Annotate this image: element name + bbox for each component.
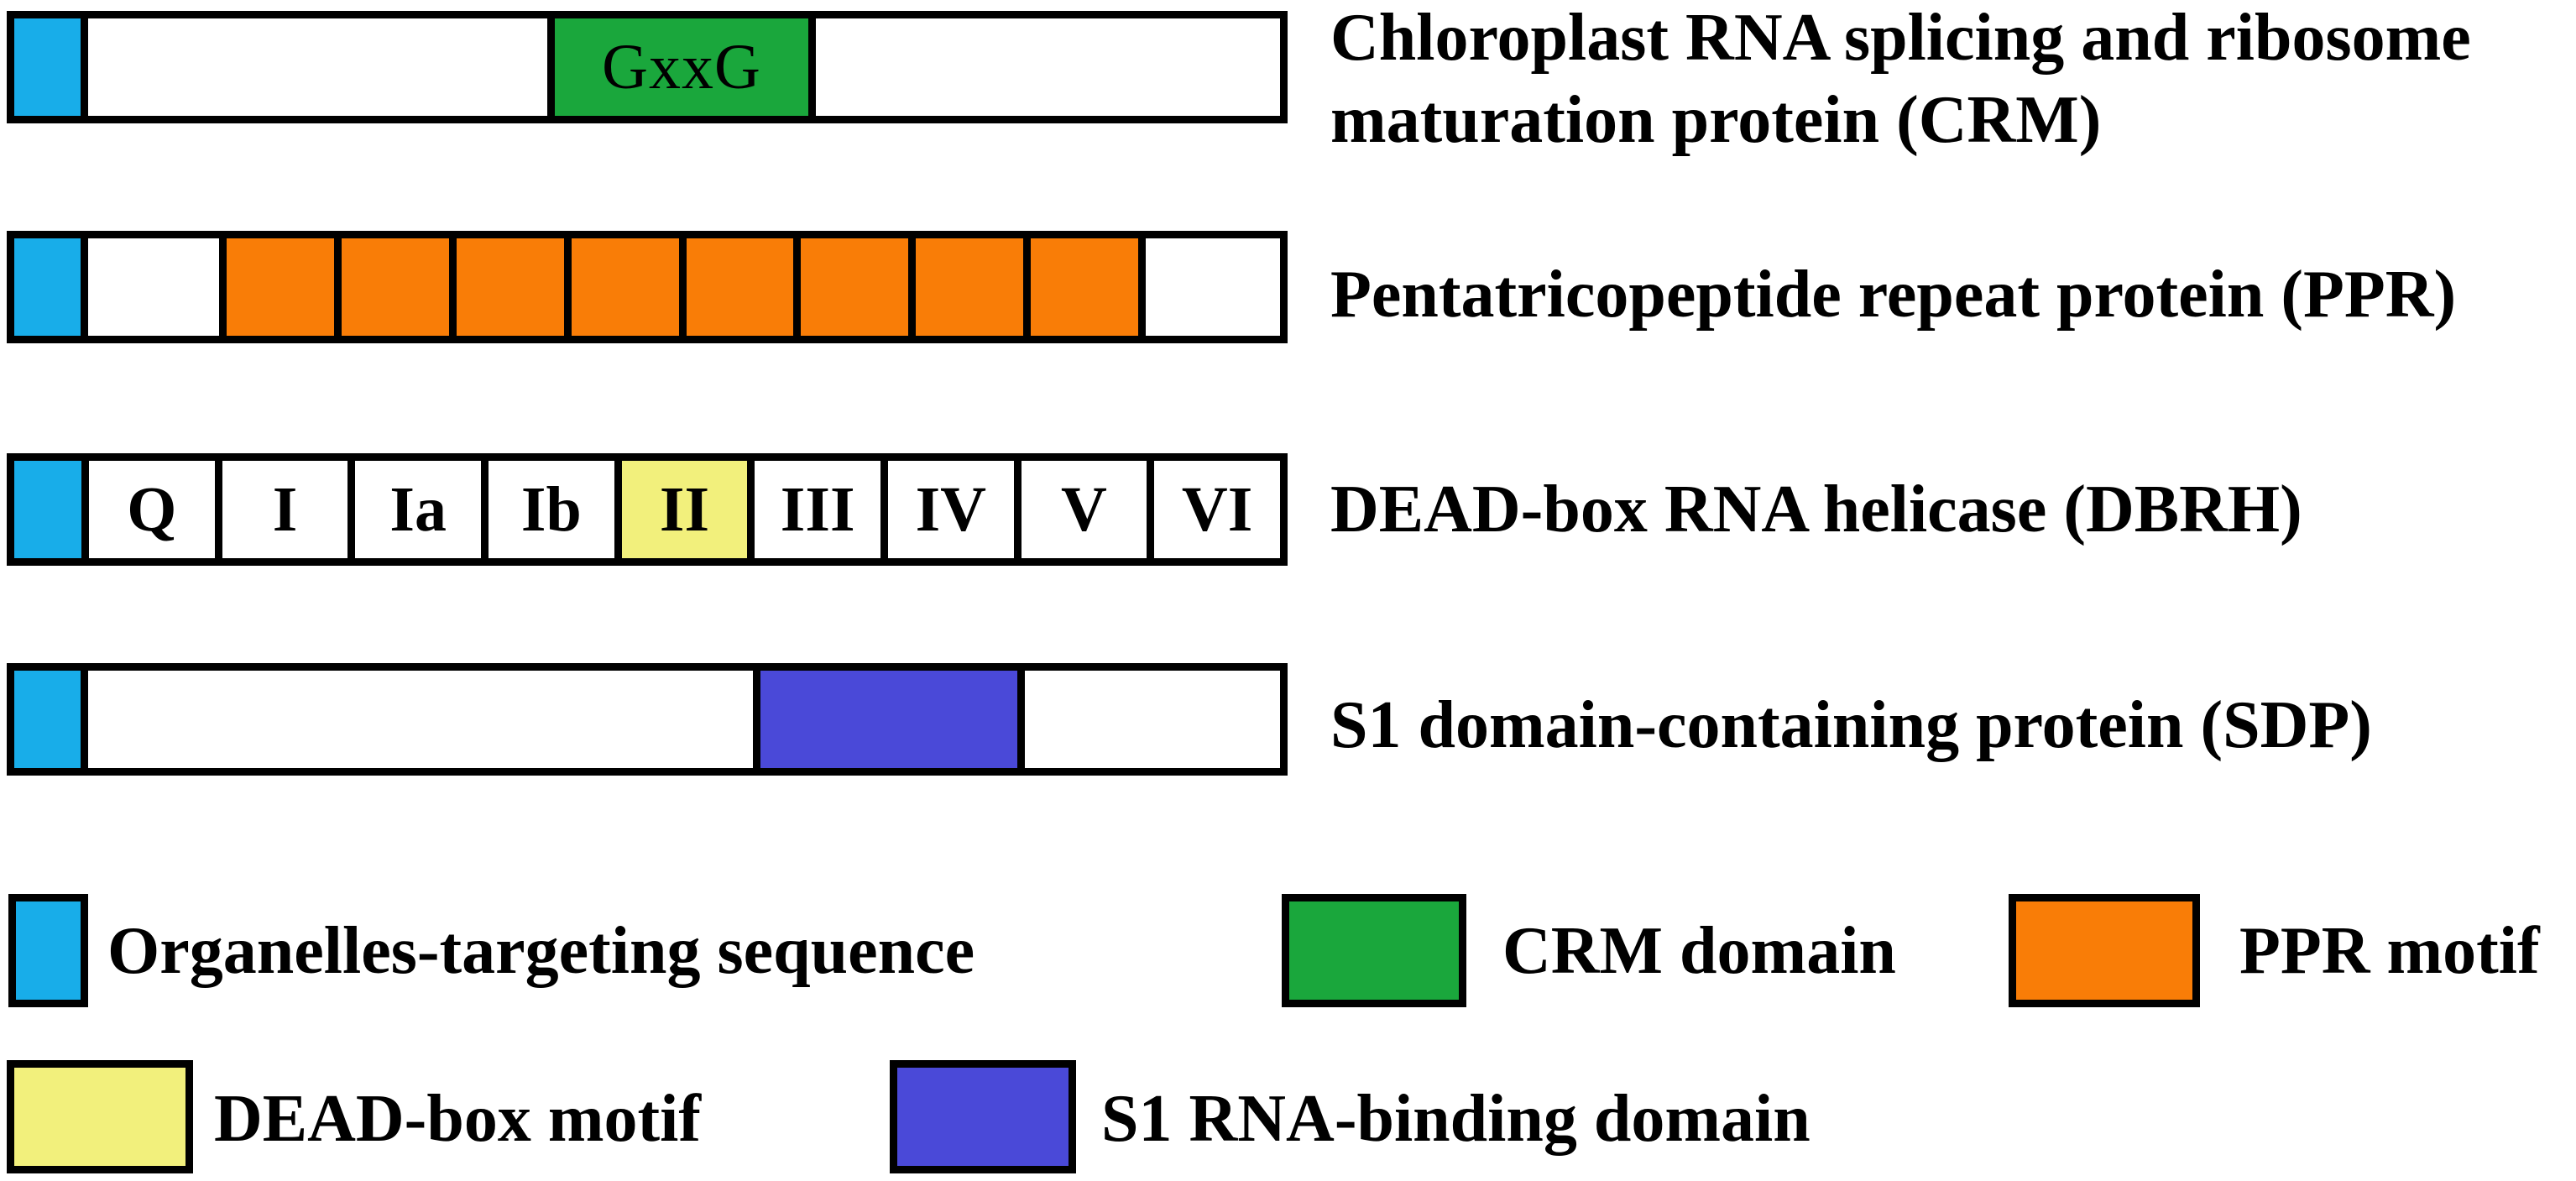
dbrh-motif-label-vi: VI [1181, 473, 1253, 545]
dbrh-motif-cell-ia: Ia [355, 461, 481, 558]
ppr-repeat-box-8 [1031, 238, 1138, 336]
protein-label-dbrh-text: DEAD-box RNA helicase (DBRH) [1330, 473, 2302, 546]
protein-label-ppr: Pentatricopeptide repeat protein (PPR) [1330, 253, 2456, 336]
protein-label-ppr-text: Pentatricopeptide repeat protein (PPR) [1330, 258, 2457, 332]
dbrh-motif-cell-iv: IV [888, 461, 1014, 558]
targeting-sequence-box-dbrh [14, 461, 81, 558]
legend-label-crm-domain: CRM domain [1502, 914, 1896, 988]
legend-label-ppr-motif: PPR motif [2239, 914, 2540, 988]
legend-label-s1-rna-binding-domain: S1 RNA-binding domain [1101, 1082, 1811, 1156]
protein-label-sdp-text: S1 domain-containing protein (SDP) [1330, 688, 2372, 762]
legend-label-targeting-sequence: Organelles-targeting sequence [107, 914, 975, 988]
ppr-repeat-box-4 [571, 238, 679, 336]
legend-swatch-crm-domain [1282, 894, 1466, 1007]
protein-label-dbrh: DEAD-box RNA helicase (DBRH) [1330, 468, 2302, 551]
dbrh-motif-label-q: Q [127, 473, 177, 545]
dbrh-motif-cell-v: V [1021, 461, 1147, 558]
protein-label-crm-line1: Chloroplast RNA splicing and ribosome [1330, 1, 2471, 75]
ppr-repeat-box-5 [686, 238, 794, 336]
dbrh-motif-label-i: I [272, 473, 298, 545]
ppr-repeat-box-2 [341, 238, 449, 336]
legend-swatch-dead-box-motif [7, 1060, 193, 1173]
legend-swatch-s1-rna-binding-domain [890, 1060, 1076, 1173]
ppr-repeat-box-1 [227, 238, 334, 336]
dbrh-motif-label-ib: Ib [520, 473, 582, 545]
gxxg-label: GxxG [602, 31, 761, 102]
dbrh-motif-label-iv: IV [915, 473, 987, 545]
targeting-sequence-box-sdp [7, 663, 88, 776]
dbrh-motif-label-ia: Ia [389, 473, 447, 545]
dbrh-motif-cell-ii-deadbox: II [621, 461, 748, 558]
protein-label-crm-line2: maturation protein (CRM) [1330, 83, 2102, 157]
legend-swatch-ppr-motif [2009, 894, 2200, 1007]
dbrh-motif-cell-i: I [222, 461, 348, 558]
dbrh-motif-cell-iii: III [755, 461, 880, 558]
dbrh-motif-cell-vi: VI [1154, 461, 1280, 558]
protein-label-crm: Chloroplast RNA splicing and ribosome ma… [1330, 0, 2471, 161]
dbrh-motif-label-iii: III [780, 473, 855, 545]
legend-swatch-targeting-sequence [8, 894, 88, 1007]
targeting-sequence-box-ppr [7, 231, 88, 343]
crm-domain-box: GxxG [547, 11, 816, 123]
dbrh-motif-label-v: V [1061, 473, 1107, 545]
ppr-repeat-box-3 [456, 238, 564, 336]
ppr-repeat-box-6 [801, 238, 909, 336]
dbrh-motif-cell-ib: Ib [489, 461, 614, 558]
protein-bar-sdp [7, 663, 1288, 776]
protein-bar-dbrh: Q I Ia Ib II III IV V VI [7, 453, 1288, 566]
dbrh-motif-cell-q: Q [89, 461, 215, 558]
ppr-repeat-strip [219, 231, 1146, 343]
protein-label-sdp: S1 domain-containing protein (SDP) [1330, 684, 2372, 766]
dbrh-motif-label-ii: II [659, 473, 710, 545]
ppr-repeat-box-7 [916, 238, 1024, 336]
targeting-sequence-box-crm [7, 11, 88, 123]
legend-label-dead-box-motif: DEAD-box motif [214, 1082, 701, 1156]
s1-domain-box [753, 663, 1025, 776]
